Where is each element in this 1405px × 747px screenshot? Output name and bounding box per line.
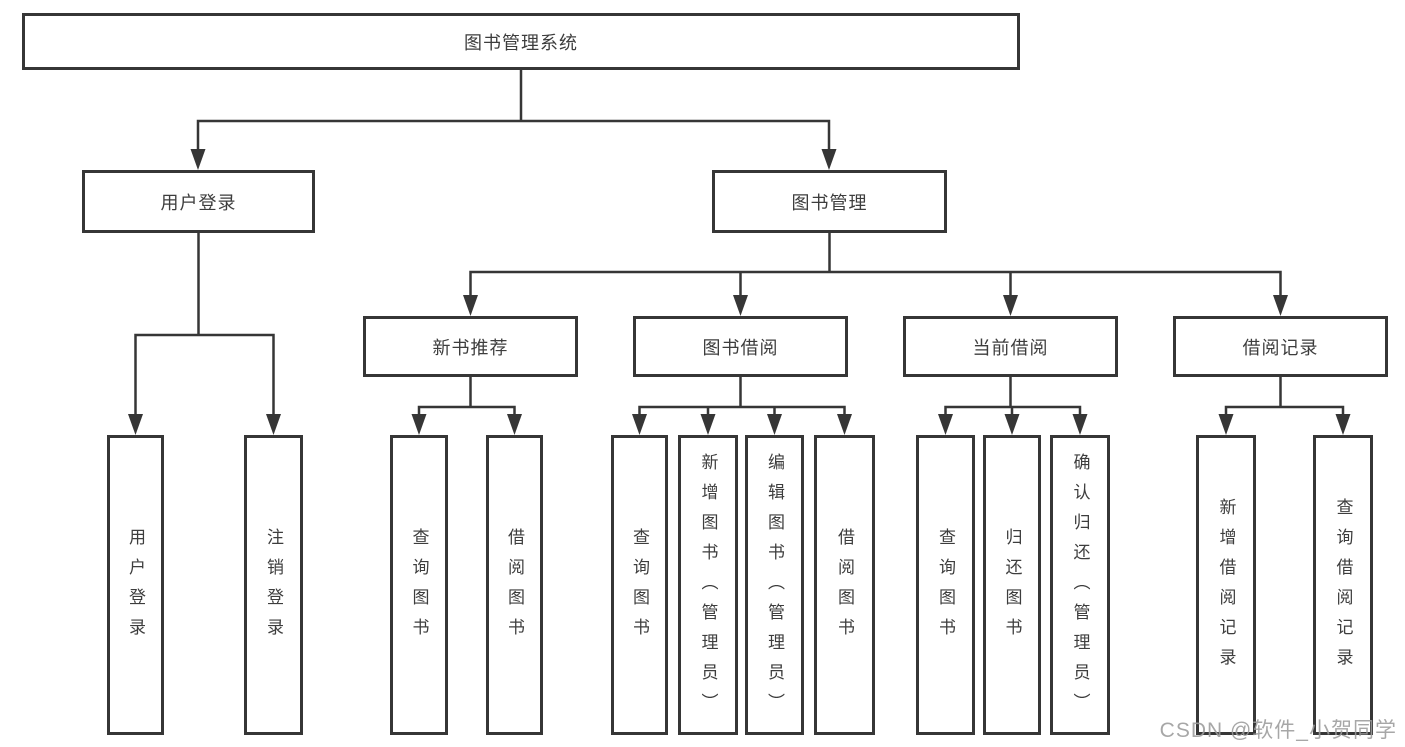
leaf-current-return-book: 归还图书 [983,435,1041,735]
leaf-user-login: 用户登录 [107,435,164,735]
leaf-borrow-query-book: 查询图书 [611,435,668,735]
leaf-current-confirm-return-admin: 确认归还（管理员） [1050,435,1110,735]
leaf-recommend-query-book: 查询图书 [390,435,448,735]
node-book-management: 图书管理 [712,170,947,233]
node-current-borrow: 当前借阅 [903,316,1118,377]
connector-strokes [134,68,1345,422]
leaf-borrow-add-book-admin: 新增图书（管理员） [678,435,738,735]
watermark: CSDN @软件_小贺同学 [1159,719,1397,742]
node-borrow-records: 借阅记录 [1173,316,1388,377]
node-user-login: 用户登录 [82,170,315,233]
node-book-borrow: 图书借阅 [633,316,848,377]
leaf-records-query-record: 查询借阅记录 [1313,435,1373,735]
node-new-book-recommend: 新书推荐 [363,316,578,377]
leaf-recommend-borrow-book: 借阅图书 [486,435,543,735]
arrowheads [128,149,1351,435]
leaf-borrow-borrow-book: 借阅图书 [814,435,875,735]
leaf-records-add-record: 新增借阅记录 [1196,435,1256,735]
node-root: 图书管理系统 [22,13,1020,70]
leaf-borrow-edit-book-admin: 编辑图书（管理员） [745,435,804,735]
leaf-logout: 注销登录 [244,435,303,735]
leaf-current-query-book: 查询图书 [916,435,975,735]
